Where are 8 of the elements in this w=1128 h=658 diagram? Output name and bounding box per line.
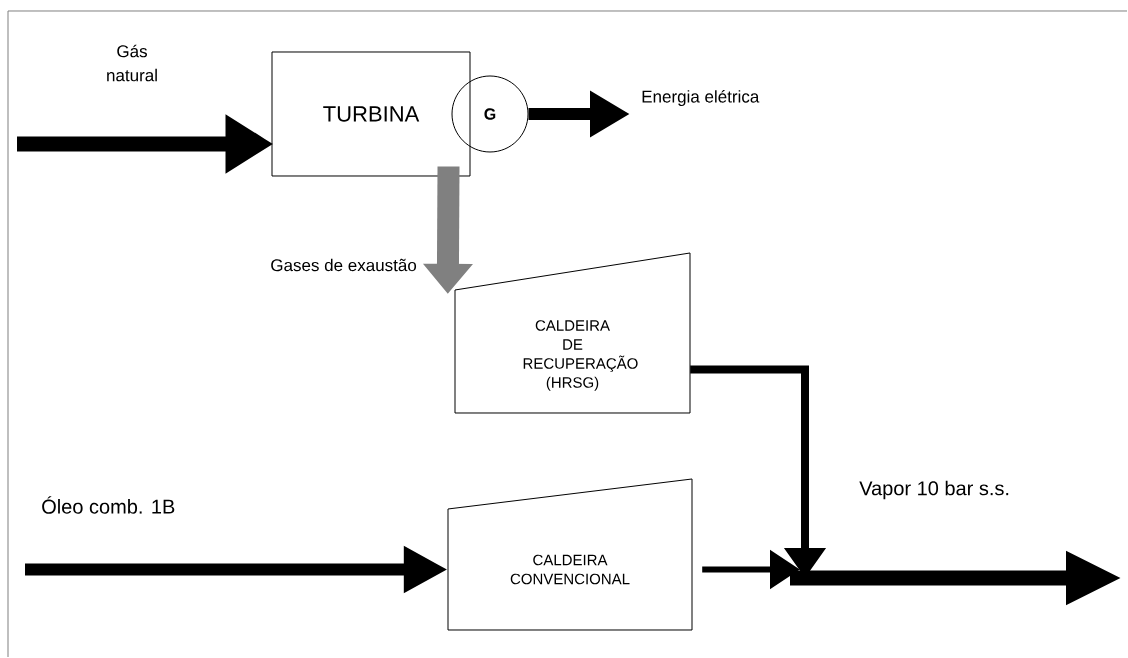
edge-label: Óleo comb. 1B	[42, 496, 175, 514]
edge-label: Gases de exaustão	[271, 258, 417, 272]
boiler-box: CALDEIRA CONVENCIONAL	[447, 478, 693, 631]
flow-label: Vapor 10 bar s.s.	[859, 480, 1009, 500]
edge-label: Gás natural	[107, 44, 157, 82]
edge-label: Energia elétrica	[642, 90, 760, 106]
process-box: TURBINA	[271, 51, 471, 177]
boiler-box: CALDEIRA DE RECUPERAÇÃO (HRSG)	[454, 252, 691, 414]
